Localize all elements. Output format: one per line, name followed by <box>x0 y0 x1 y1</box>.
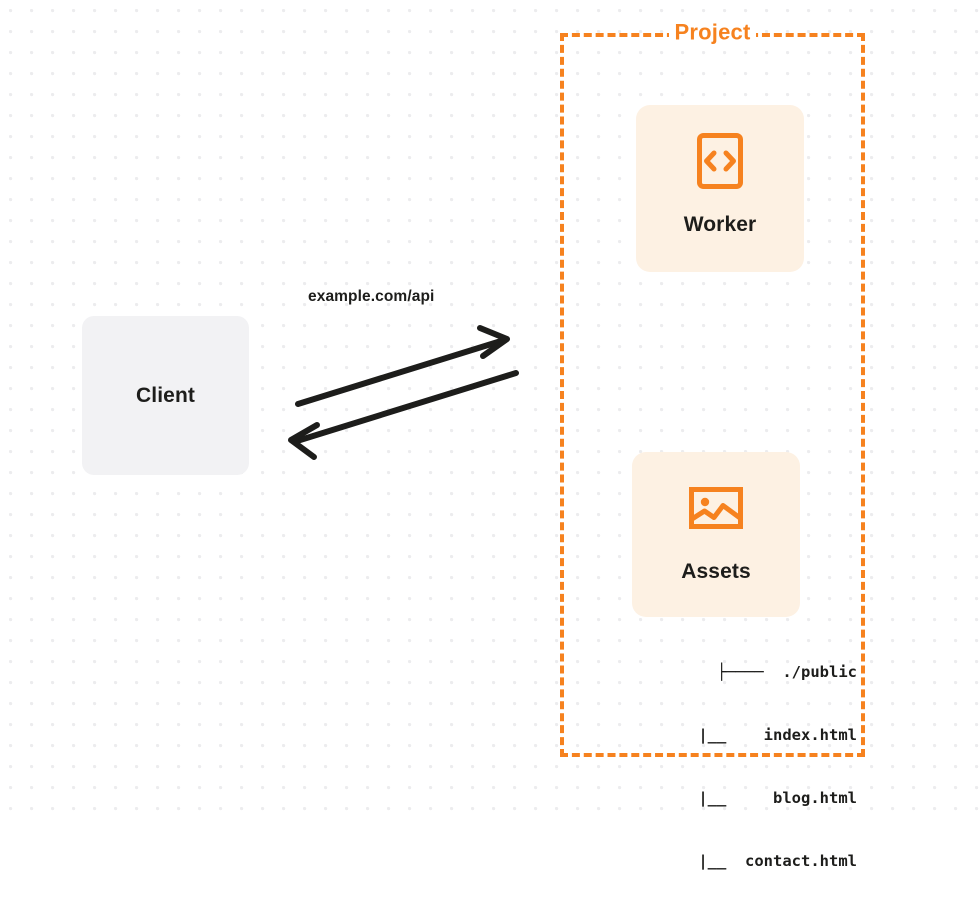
code-brackets-icon <box>697 133 743 189</box>
assets-card[interactable]: Assets <box>632 452 800 617</box>
worker-label: Worker <box>683 213 757 236</box>
project-group: Project Worker Assets ├──── ./public |__… <box>560 19 865 870</box>
connection-label: example.com/api <box>308 288 435 305</box>
project-group-label: Project <box>668 19 757 46</box>
image-icon <box>689 487 743 529</box>
worker-card[interactable]: Worker <box>636 105 804 272</box>
file-tree-row: |__ blog.html <box>670 789 857 807</box>
request-arrow <box>295 325 510 407</box>
file-tree-row: |__ contact.html <box>670 852 857 870</box>
response-arrow <box>288 370 519 460</box>
client-label: Client <box>136 383 195 407</box>
assets-file-tree: ├──── ./public |__ index.html |__ blog.h… <box>612 620 857 914</box>
diagram-canvas: Client example.com/api Project Worker <box>0 0 980 870</box>
file-tree-row: |__ index.html <box>670 726 857 744</box>
assets-label: Assets <box>681 560 751 583</box>
client-node[interactable]: Client <box>82 316 249 475</box>
file-tree-row: ├──── ./public <box>717 663 857 681</box>
